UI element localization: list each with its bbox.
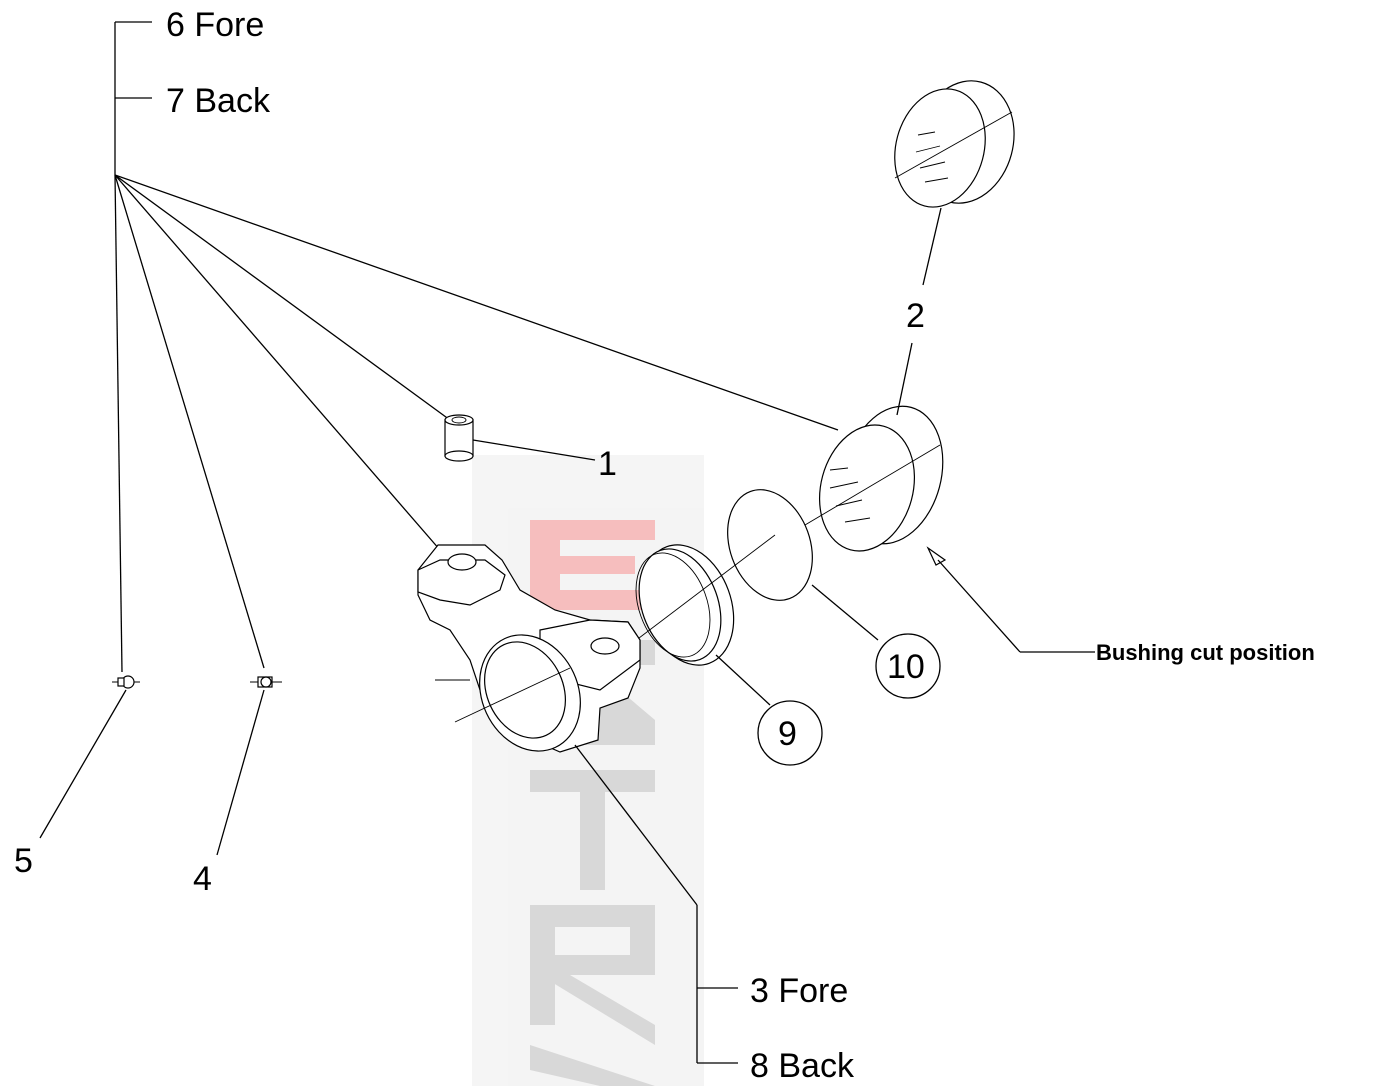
watermark-letter-e — [530, 520, 655, 610]
leader-6-7 — [114, 21, 839, 673]
bushing-flanged — [804, 405, 944, 552]
grease-nipple-part-4 — [216, 676, 282, 856]
label-8-back: 8 Back — [750, 1047, 855, 1085]
rocker-arm — [417, 544, 738, 1064]
label-part-1: 1 — [598, 445, 617, 483]
label-7-back: 7 Back — [166, 82, 271, 120]
balloon-9 — [757, 700, 823, 766]
label-part-4: 4 — [193, 860, 212, 898]
label-part-10: 10 — [887, 648, 925, 686]
label-part-5: 5 — [14, 842, 33, 880]
leader-2-flanged — [896, 342, 913, 416]
bushing-cut-arrow — [926, 546, 1095, 653]
label-bushing-cut-position: Bushing cut position — [1096, 640, 1315, 665]
bushing-top — [894, 80, 1015, 208]
fitting-part-5 — [39, 675, 140, 839]
label-3-fore: 3 Fore — [750, 972, 848, 1010]
balloon-10 — [875, 633, 941, 699]
sleeve-part-1 — [444, 414, 596, 462]
seal-ring-part-9 — [609, 534, 776, 706]
leader-2-top — [922, 207, 942, 286]
label-part-2: 2 — [906, 297, 925, 335]
label-part-9: 9 — [778, 715, 797, 753]
disc-part-10 — [727, 489, 879, 641]
label-6-fore: 6 Fore — [166, 6, 264, 44]
